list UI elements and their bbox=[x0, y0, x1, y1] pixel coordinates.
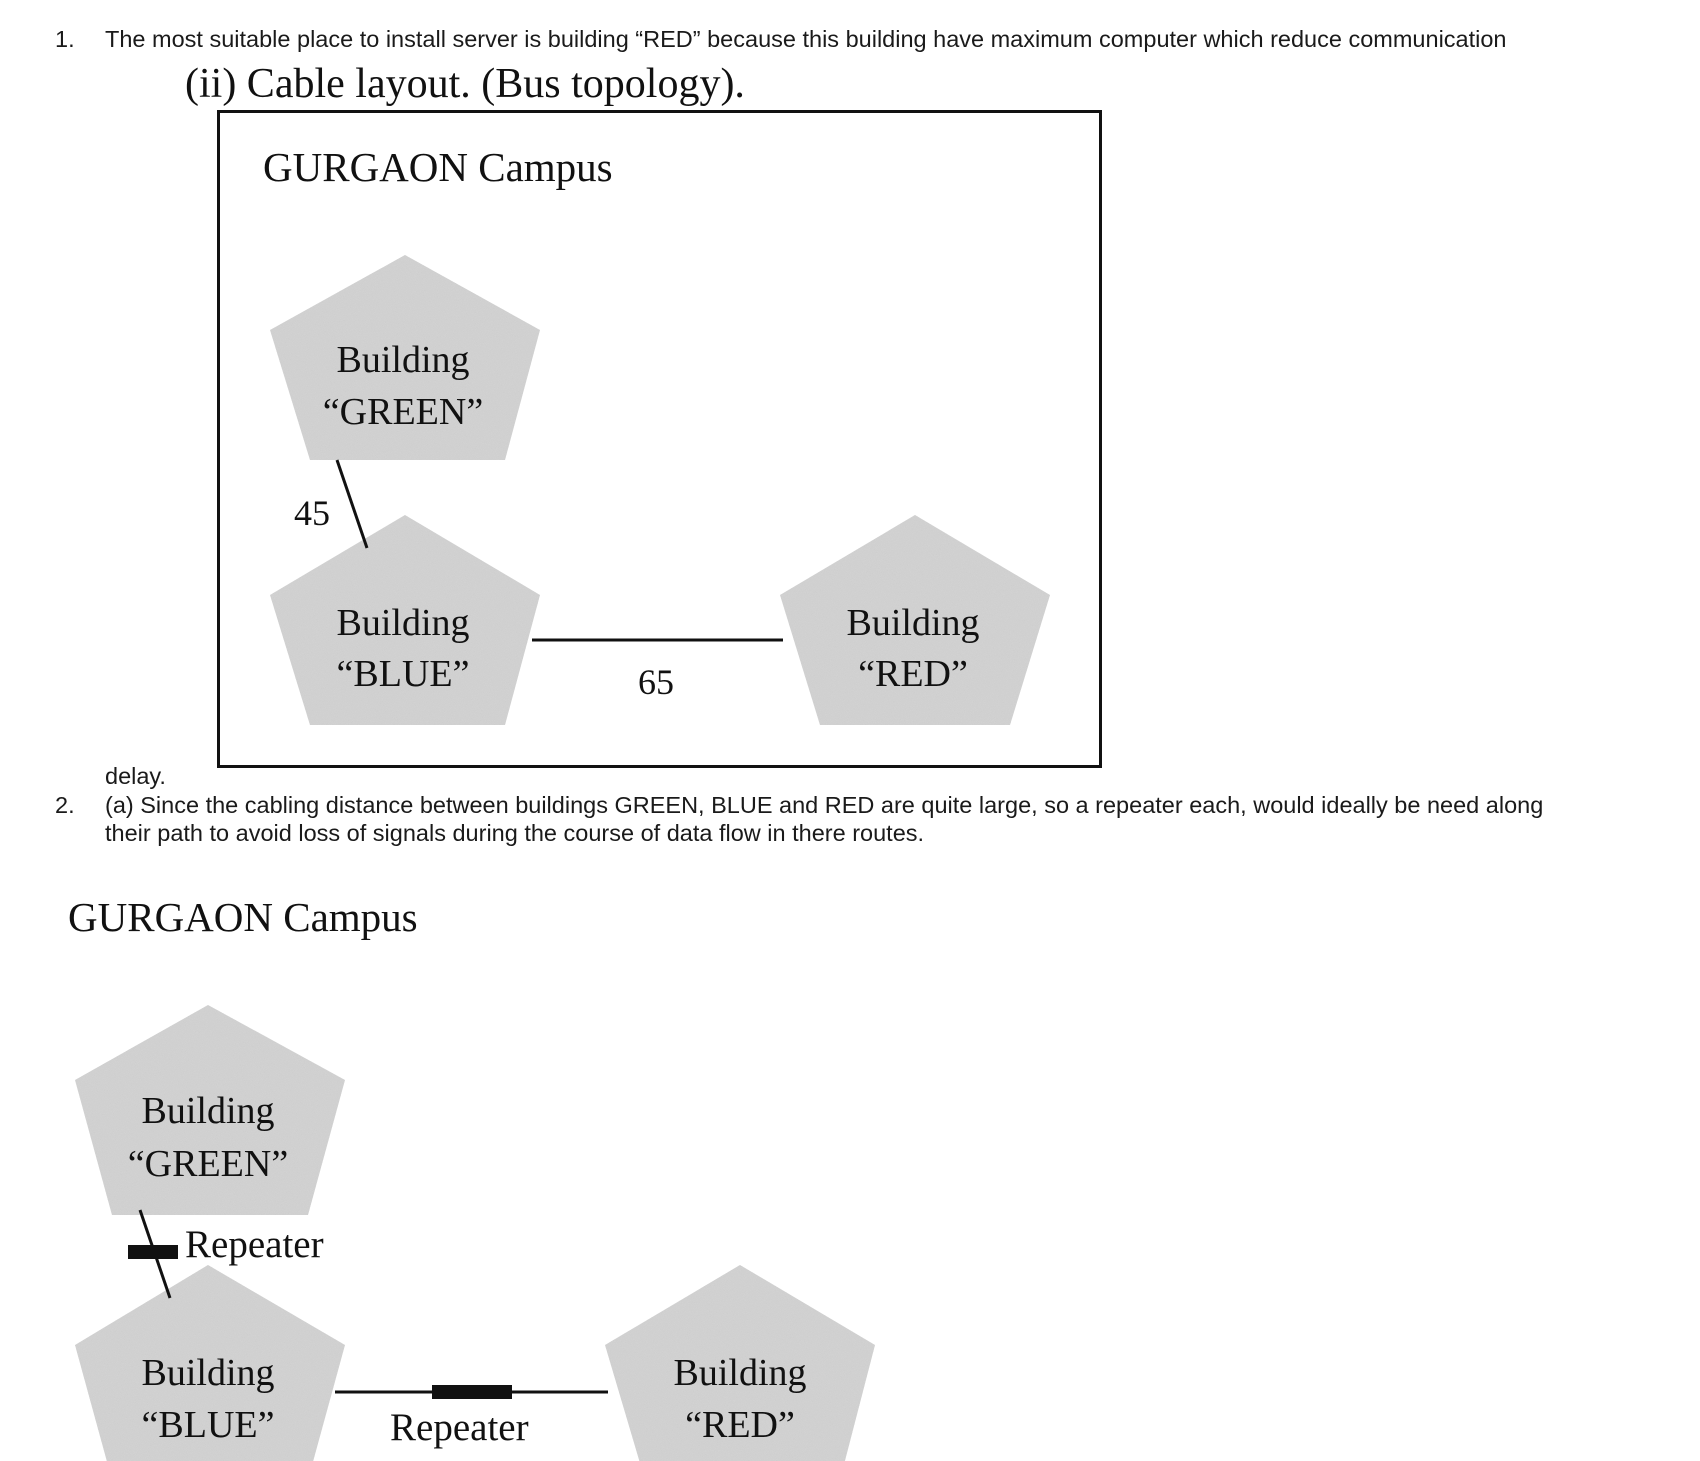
building-label-line2: “BLUE” bbox=[142, 1404, 275, 1446]
building-shape bbox=[780, 515, 1050, 725]
item-2-marker: 2. bbox=[55, 792, 75, 818]
figure2-repeater-1 bbox=[128, 1245, 178, 1259]
building-label-line2: “GREEN” bbox=[128, 1143, 288, 1185]
figure2-building-green: Building “GREEN” bbox=[75, 1005, 345, 1215]
figure1-building-red: Building “RED” bbox=[780, 515, 1050, 725]
building-label-line1: Building bbox=[141, 1352, 274, 1394]
item-2-text-line2: their path to avoid loss of signals duri… bbox=[105, 820, 925, 846]
item-1-text-line1: The most suitable place to install serve… bbox=[105, 26, 1507, 52]
building-shape bbox=[75, 1005, 345, 1215]
figure1-distance-green-blue: 45 bbox=[294, 493, 330, 533]
figure1-building-green: Building “GREEN” bbox=[270, 255, 540, 460]
figure2-repeater-label-2: Repeater bbox=[390, 1406, 529, 1449]
building-shape bbox=[270, 515, 540, 725]
figure1-heading: (ii) Cable layout. (Bus topology). bbox=[185, 61, 745, 107]
building-shape bbox=[605, 1265, 875, 1461]
building-shape bbox=[75, 1265, 345, 1461]
figure1-campus-title: GURGAON Campus bbox=[263, 144, 613, 190]
building-label-line1: Building bbox=[846, 602, 979, 644]
building-label-line2: “RED” bbox=[685, 1404, 795, 1446]
building-shape bbox=[270, 255, 540, 460]
figure2-building-blue: Building “BLUE” bbox=[75, 1265, 345, 1461]
figure1-building-blue: Building “BLUE” bbox=[270, 515, 540, 725]
figure2-campus-title: GURGAON Campus bbox=[68, 894, 418, 940]
figure2-repeater-2 bbox=[432, 1385, 512, 1399]
building-label-line1: Building bbox=[336, 339, 469, 381]
building-label-line2: “RED” bbox=[858, 653, 968, 695]
figure1-cable-green-blue bbox=[335, 459, 369, 549]
figure1-campus-frame bbox=[217, 110, 1102, 768]
figure2-repeater-label-1: Repeater bbox=[185, 1223, 324, 1266]
figure1-distance-blue-red: 65 bbox=[638, 662, 674, 702]
building-label-line1: Building bbox=[336, 602, 469, 644]
item-2-text-line1: (a) Since the cabling distance between b… bbox=[105, 792, 1544, 818]
building-label-line2: “BLUE” bbox=[337, 653, 470, 695]
building-label-line1: Building bbox=[673, 1352, 806, 1394]
item-1-text-line2: delay. bbox=[105, 763, 166, 789]
figure2-building-red: Building “RED” bbox=[605, 1265, 875, 1461]
building-label-line2: “GREEN” bbox=[323, 391, 483, 433]
item-1-marker: 1. bbox=[55, 26, 75, 52]
building-label-line1: Building bbox=[141, 1090, 274, 1132]
